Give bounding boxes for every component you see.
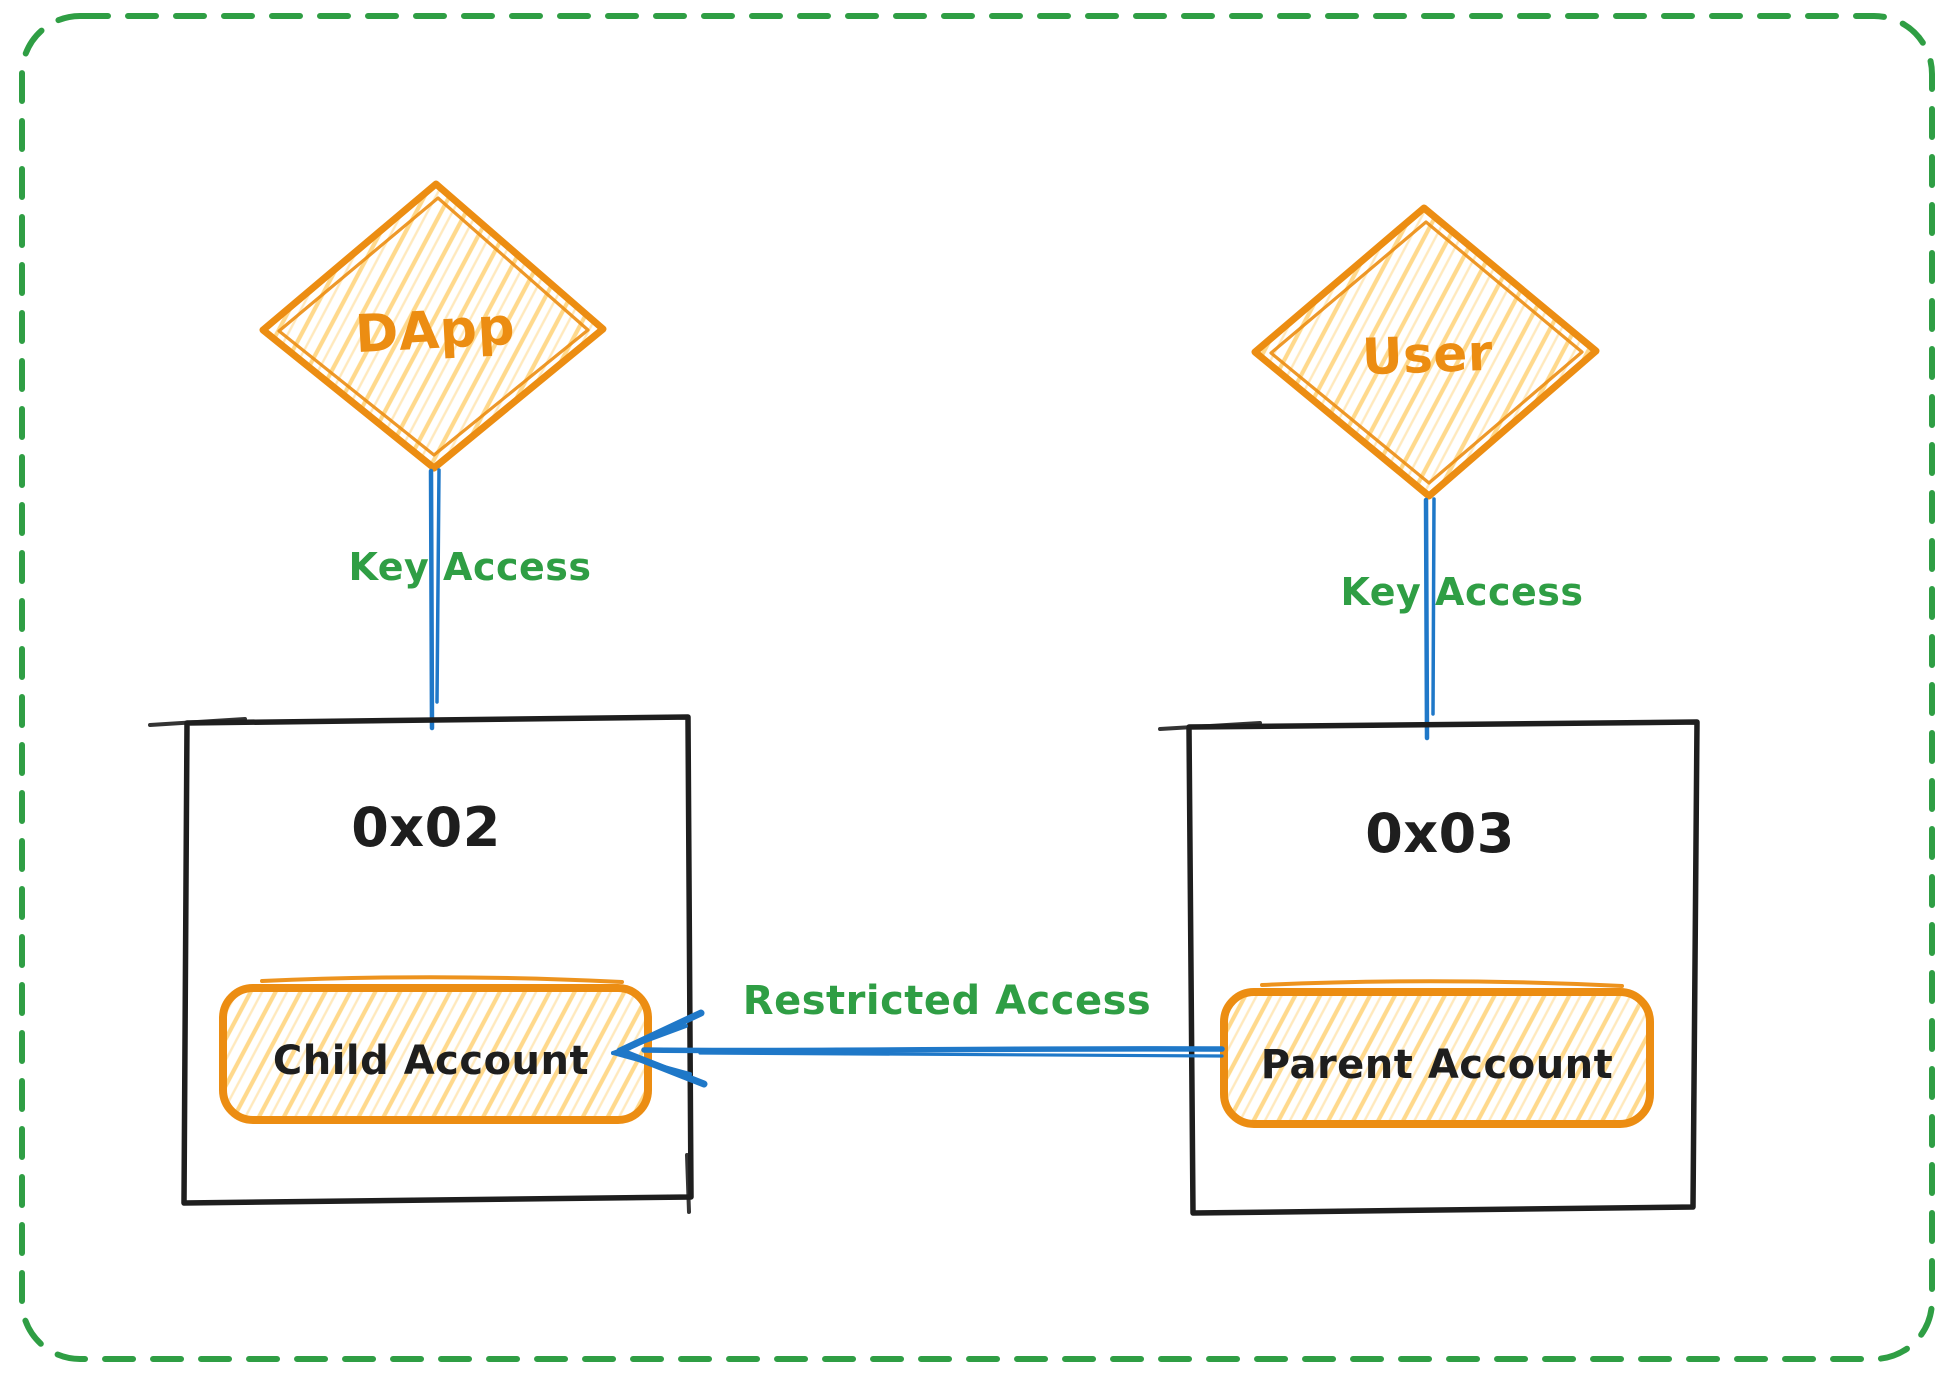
dapp-diamond: DApp: [259, 180, 607, 472]
account-address-0x03: 0x03: [1365, 802, 1515, 865]
dapp-diamond-inner-outline: [277, 196, 590, 457]
user-key-access-connector: [1423, 497, 1436, 741]
canvas-border: [19, 13, 1935, 1362]
parent-account-pill: [1220, 988, 1654, 1128]
account-box-0x03-outline: [1186, 719, 1700, 1216]
sketch-tick: [260, 975, 624, 984]
sketch-tick: [1158, 721, 1262, 731]
dapp-key-access-connector: [428, 468, 441, 731]
sketch-tick: [1691, 1018, 1697, 1122]
sketch-tick: [685, 1153, 691, 1214]
child-account-pill: [219, 984, 652, 1124]
sketch-tick: [1260, 979, 1624, 988]
dapp-label: DApp: [354, 297, 517, 365]
parent-account-label: Parent Account: [1261, 1042, 1614, 1088]
key-access-label-left: Key Access: [348, 545, 591, 589]
restricted-access-label: Restricted Access: [743, 978, 1151, 1024]
sketch-tick: [148, 717, 247, 727]
user-label: User: [1361, 324, 1494, 387]
dapp-diamond-shape: [259, 180, 607, 472]
arrow-head: [611, 1009, 708, 1088]
user-diamond: User: [1251, 204, 1600, 500]
account-address-0x02: 0x02: [351, 796, 501, 859]
account-box-0x02: 0x02 Child Account: [148, 714, 694, 1214]
account-box-0x02-outline: [181, 714, 694, 1206]
restricted-access-arrow: [611, 1009, 1225, 1088]
account-box-0x03: 0x03 Parent Account: [1158, 719, 1700, 1216]
user-diamond-inner-outline: [1269, 220, 1584, 485]
user-diamond-shape: [1251, 204, 1600, 500]
child-account-label: Child Account: [273, 1038, 589, 1084]
key-access-label-right: Key Access: [1340, 570, 1583, 614]
